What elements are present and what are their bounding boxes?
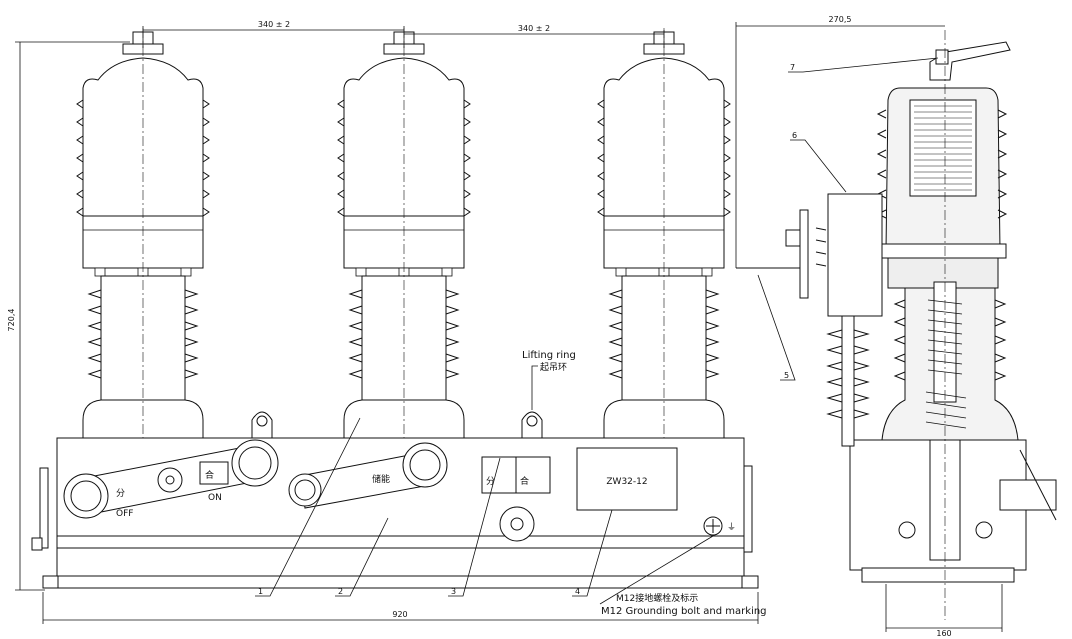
- dim-pitch-a: 340 ± 2: [258, 20, 290, 29]
- grounding-en-label: M12 Grounding bolt and marking: [601, 606, 767, 617]
- grounding-bolt: [703, 516, 723, 536]
- lifting-ring-cn-label: 起吊环: [540, 362, 567, 373]
- dim-length: 920: [392, 610, 407, 619]
- indicator-close-text: 合: [520, 475, 529, 487]
- close-label-box: [199, 461, 229, 485]
- dim-side-base: 160: [936, 629, 951, 638]
- insulator-middle: [337, 27, 471, 441]
- callout-1: 1: [258, 587, 263, 596]
- lifting-ring-left: [251, 411, 273, 439]
- dim-pitch-b: 340 ± 2: [518, 24, 550, 33]
- grounding-cn-label: M12接地螺栓及标示: [616, 592, 698, 604]
- dim-height: 720,4: [7, 309, 16, 332]
- indicator-open-text: 分: [486, 476, 495, 487]
- callout-4: 4: [575, 587, 580, 596]
- callout-2: 2: [338, 587, 343, 596]
- insulator-left: [76, 27, 210, 441]
- nameplate-box: [576, 447, 678, 511]
- callout-7: 7: [790, 63, 795, 72]
- dimension-lines: [15, 22, 1003, 632]
- lifting-ring-right: [521, 411, 543, 439]
- open-en-label: OFF: [116, 509, 133, 519]
- callout-6: 6: [792, 131, 797, 140]
- open-cn-label: 分: [116, 488, 125, 499]
- callout-leaders: [255, 57, 939, 605]
- ground-symbol: ⏚: [727, 522, 736, 533]
- nameplate-text: ZW32-12: [606, 477, 647, 487]
- close-cn-label: 合: [205, 469, 214, 481]
- open-close-indicator: [481, 456, 551, 542]
- charge-handle: [288, 442, 448, 509]
- lifting-ring-en-label: Lifting ring: [522, 350, 576, 361]
- side-view: [736, 30, 1057, 620]
- front-view: [31, 27, 759, 589]
- dim-side-depth: 270,5: [829, 15, 852, 24]
- close-en-label: ON: [208, 493, 222, 503]
- insulator-right: [597, 27, 731, 441]
- charge-cn-label: 储能: [372, 473, 390, 485]
- callout-5: 5: [784, 371, 789, 380]
- callout-3: 3: [451, 587, 456, 596]
